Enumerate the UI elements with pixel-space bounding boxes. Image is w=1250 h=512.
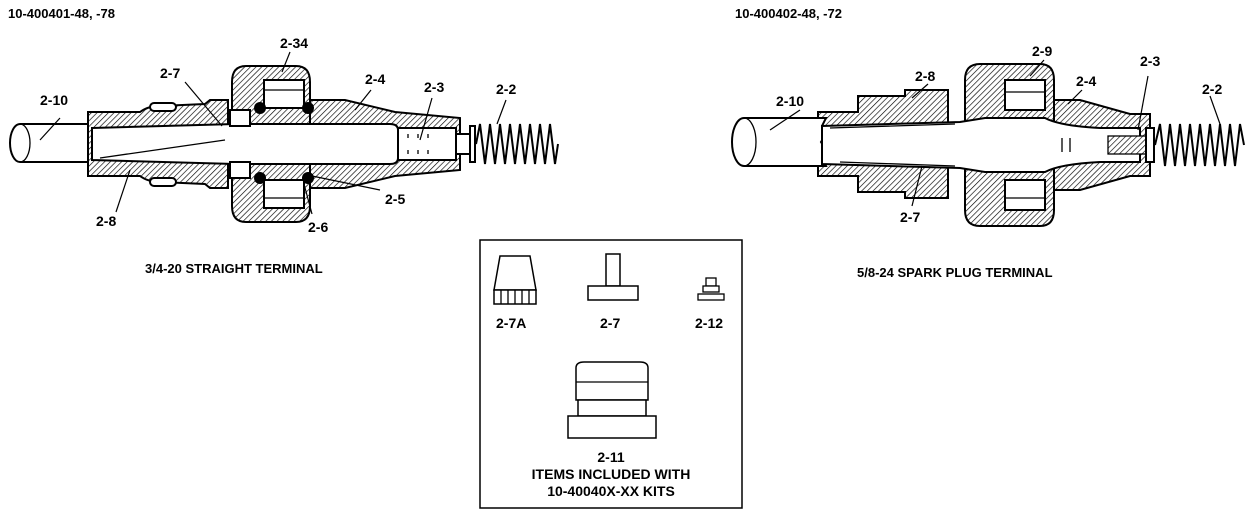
left-spring	[469, 123, 559, 165]
kit-label-2-12: 2-12	[695, 315, 723, 331]
left-callout-2-5: 2-5	[385, 191, 405, 207]
left-callout-2-2: 2-2	[496, 81, 516, 97]
left-o-rings	[254, 102, 314, 184]
kit-label-2-7: 2-7	[600, 315, 620, 331]
left-callout-2-8: 2-8	[96, 213, 116, 229]
left-part-number: 10-400401-48, -78	[8, 6, 115, 21]
kit-label-2-7a: 2-7A	[496, 315, 526, 331]
left-callout-2-6: 2-6	[308, 219, 328, 235]
right-callout-2-9: 2-9	[1032, 43, 1052, 59]
kit-item-2-7a-drawing	[493, 255, 537, 305]
kit-item-2-11-drawing	[567, 361, 657, 439]
kit-items-box: 2-7A 2-7 2-12 2-11 ITEMS INCLUDED WITH 1…	[479, 239, 743, 509]
kit-item-2-7-drawing	[587, 253, 639, 301]
kit-item-2-12-drawing	[697, 277, 725, 301]
right-inner-core	[821, 117, 1155, 173]
kit-note-line-2: 10-40040X-XX KITS	[547, 483, 675, 499]
right-cable	[731, 117, 828, 167]
left-callout-2-10: 2-10	[40, 92, 68, 108]
right-callout-2-7: 2-7	[900, 209, 920, 225]
left-callout-2-3: 2-3	[424, 79, 444, 95]
right-callout-2-2: 2-2	[1202, 81, 1222, 97]
left-callout-2-7: 2-7	[160, 65, 180, 81]
right-caption: 5/8-24 SPARK PLUG TERMINAL	[857, 265, 1053, 280]
right-leader-lines	[769, 59, 1221, 207]
right-callout-2-8: 2-8	[915, 68, 935, 84]
kit-label-2-11: 2-11	[597, 449, 624, 465]
left-inner-core	[91, 109, 471, 179]
right-spring	[1154, 123, 1245, 167]
left-caption: 3/4-20 STRAIGHT TERMINAL	[145, 261, 323, 276]
left-cable	[9, 123, 102, 163]
right-part-number: 10-400402-48, -72	[735, 6, 842, 21]
left-callout-2-4: 2-4	[365, 71, 385, 87]
kit-note-line-1: ITEMS INCLUDED WITH	[532, 466, 691, 482]
left-leader-lines	[39, 51, 507, 215]
spark-plug-terminal-assembly: 10-400402-48, -72	[731, 6, 1245, 280]
right-callout-2-4: 2-4	[1076, 73, 1096, 89]
right-callout-2-10: 2-10	[776, 93, 804, 109]
right-callout-2-3: 2-3	[1140, 53, 1160, 69]
straight-terminal-assembly: 10-400401-48, -78	[8, 6, 559, 276]
left-callout-2-34: 2-34	[280, 35, 308, 51]
